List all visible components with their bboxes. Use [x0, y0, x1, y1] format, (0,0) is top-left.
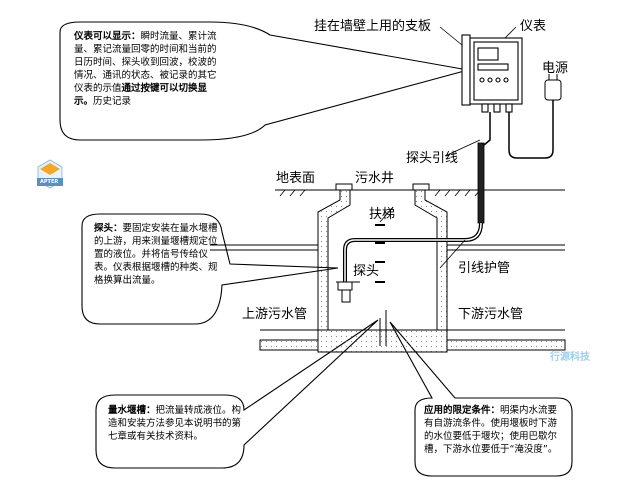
well-base: [317, 329, 448, 353]
note-weir-title: 量水堰槽：: [108, 405, 156, 416]
meter-callout-balloon: [59, 21, 469, 141]
meter-box: [461, 34, 523, 113]
label-ground: 地表面: [276, 171, 316, 186]
note-conditions-title: 应用的限定条件：: [424, 405, 501, 416]
weir: [379, 310, 387, 346]
logo-text: APTER: [40, 179, 59, 185]
label-probe: 探头: [353, 264, 380, 279]
conditions-callout-balloon: [389, 321, 573, 477]
callout-balloons: [59, 21, 573, 477]
apter-logo: [37, 159, 63, 189]
power-plug: [544, 74, 562, 101]
manhole-structure: [317, 183, 448, 331]
note-probe: 探头：要固定安装在量水堰槽的上游，用来测量堰槽规定位置的液位。并将信号传给仪表。…: [94, 222, 218, 287]
label-cable-pipe: 引线护管: [458, 261, 511, 276]
label-probe-cable: 探头引线: [406, 151, 459, 166]
label-upstream: 上游污水管: [242, 307, 308, 322]
note-weir: 量水堰槽：把流量转成液位。构造和安装方法参见本说明书的第七章或有关技术资料。: [108, 404, 242, 443]
label-well: 污水井: [355, 171, 395, 186]
watermark: 行源科技: [550, 352, 590, 363]
ladder-rungs: [375, 224, 385, 283]
note-meter: 仪表可以显示：瞬时流量、累计流量、累记流量回零的时间和当前的日历时间、探头收到回…: [74, 30, 224, 108]
note-meter-body: 瞬时流量、累计流量、累记流量回零的时间和当前的日历时间、探头收到回波，校波的情况…: [74, 31, 217, 94]
note-probe-body: 要固定安装在量水堰槽的上游，用来测量堰槽规定位置的液位。并将信号传给仪表。仪表根…: [94, 223, 218, 286]
label-downstream: 下游污水管: [458, 307, 524, 322]
power-cable: [508, 100, 554, 159]
weir-callout-balloon: [95, 319, 379, 469]
probe-callout-balloon: [81, 213, 339, 325]
note-weir-body: 把流量转成液位。构造和安装方法参见本说明书的第七章或有关技术资料。: [108, 405, 242, 442]
label-ladder: 扶梯: [369, 207, 396, 222]
probe-cable: [343, 112, 491, 282]
probe: [336, 281, 360, 303]
note-meter-tail: 历史记录: [93, 96, 132, 107]
ground-hatch: [279, 189, 481, 197]
note-meter-title: 仪表可以显示：: [74, 31, 141, 42]
label-power: 电源: [542, 61, 569, 76]
note-conditions: 应用的限定条件：明渠内水流要有自游流条件。使用堰板时下游的水位要低于堰坎；使用巴…: [424, 404, 566, 456]
note-meter-bold: 通过按键可以切换显示。: [74, 83, 208, 107]
note-conditions-body: 明渠内水流要有自游流条件。使用堰板时下游的水位要低于堰坎；使用巴歇尔槽，下游水位…: [424, 405, 558, 455]
leader-lines: [379, 26, 517, 269]
label-meter: 仪表: [520, 19, 547, 34]
label-bracket: 挂在墙壁上用的支板: [314, 19, 432, 34]
note-probe-title: 探头：: [94, 223, 123, 234]
